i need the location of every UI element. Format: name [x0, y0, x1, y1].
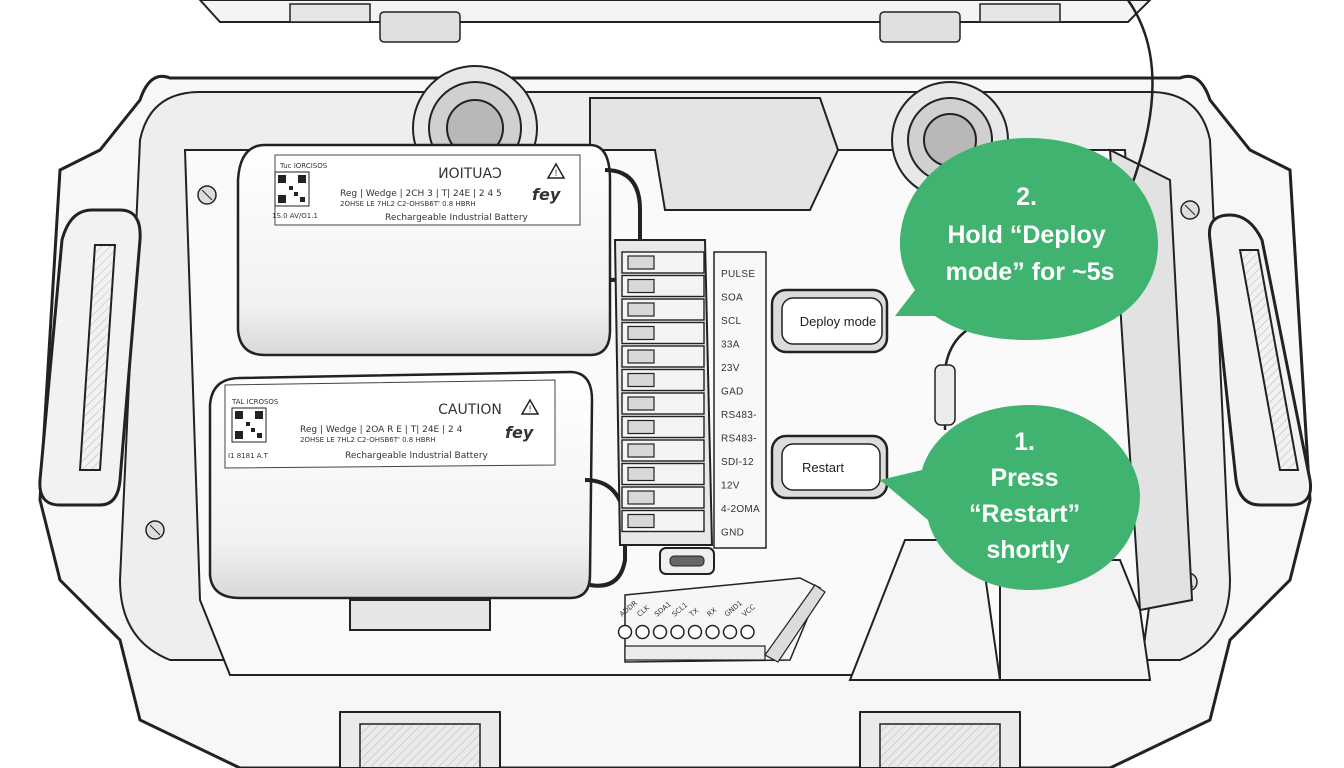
terminal-label: PULSE — [721, 269, 755, 280]
warning-icon: ! — [546, 162, 566, 179]
battery-code: 1S.0 AV/O1.1 — [272, 212, 318, 220]
deploy-mode-button[interactable]: Deploy mode — [770, 288, 889, 354]
terminal-screw-icon — [627, 490, 655, 505]
terminal-label: SDI-12 — [721, 457, 754, 468]
callout-step-2-text: 2. Hold “Deploy mode” for ~5s — [946, 183, 1115, 286]
terminal-label: SCL — [721, 316, 741, 327]
battery-line: Reg | Wedge | 2CH 3 | T| 24E | 2 4 5 — [340, 189, 502, 199]
usb-port — [659, 547, 715, 575]
terminal-label-strip — [713, 251, 767, 549]
battery-brand: fey — [505, 423, 534, 442]
terminal-screw-icon — [627, 466, 655, 482]
qr-code-icon — [231, 407, 267, 443]
terminal-label: RS483- — [721, 410, 757, 421]
callout-step-2: 2. Hold “Deploy mode” for ~5s — [895, 138, 1158, 340]
battery-side: Tuc IORCISOS — [279, 162, 328, 170]
deploy-mode-label: Deploy mode — [800, 314, 877, 329]
terminal-screw-icon — [627, 302, 655, 317]
screw-icon — [145, 520, 165, 540]
terminal-screw-icon — [627, 513, 655, 529]
qr-code-icon — [274, 171, 310, 207]
terminal-label: RS483- — [721, 434, 757, 445]
pcb-pin — [635, 624, 650, 640]
pcb-pin — [705, 624, 720, 640]
battery-line: 2OHSE LE 7HL2 C2-OHSB6T' 0.8 HBRH — [300, 436, 436, 444]
screw-icon — [1180, 200, 1200, 220]
pcb-pin — [670, 624, 685, 640]
terminal-screw-icon — [627, 325, 655, 341]
svg-text:!: ! — [528, 405, 532, 415]
left-handle — [38, 208, 142, 507]
callout-step-1: 1. Press “Restart” shortly — [880, 405, 1140, 590]
battery-brand: fey — [532, 185, 561, 204]
terminal-label: 33A — [721, 340, 740, 351]
terminal-label: GAD — [721, 387, 744, 398]
terminal-screw-icon — [627, 255, 655, 270]
battery-line: 2OHSE LE 7HL2 C2-OHSB6T' 0.8 HBRH — [340, 200, 476, 208]
battery-line: Rechargeable Industrial Battery — [385, 213, 529, 223]
terminal-label: 23V — [721, 363, 740, 374]
terminal-label: GND — [721, 528, 744, 539]
pcb-pin — [740, 624, 755, 640]
warning-icon: ! — [520, 398, 540, 415]
terminal-screw-icon — [627, 443, 655, 458]
terminal-screw-icon — [627, 372, 655, 388]
bottom-latches — [339, 711, 1021, 768]
terminal-screw-icon — [627, 349, 655, 364]
screw-icon — [197, 185, 217, 205]
callout-step-1-text: 1. Press “Restart” shortly — [969, 428, 1087, 564]
svg-text:!: ! — [554, 169, 558, 179]
pcb-pin — [722, 624, 738, 640]
battery-line: Reg | Wedge | 2OA R E | T| 24E | 2 4 — [300, 425, 463, 435]
terminal-label: 12V — [721, 481, 740, 492]
pcb-pin — [652, 624, 668, 640]
pcb-pin — [617, 624, 633, 640]
battery-caution: CAUTION — [438, 166, 502, 182]
battery-caution: CAUTION — [438, 402, 502, 418]
enclosure-lid — [198, 0, 1152, 43]
battery-line: Rechargeable Industrial Battery — [345, 451, 489, 461]
restart-button[interactable]: Restart — [770, 434, 889, 500]
restart-label: Restart — [802, 460, 844, 475]
pcb-pin — [687, 624, 703, 640]
battery-side: TAL ICROSOS — [231, 398, 279, 406]
tray-tab — [349, 599, 491, 631]
battery-code: I1 8181 A.T — [228, 452, 269, 460]
cable-sleeve — [934, 364, 956, 426]
terminal-block: PULSE SOA SCL 33A 23V GAD RS483- RS483- SDI-12 12… — [613, 239, 767, 549]
terminal-label: SOA — [721, 293, 743, 304]
terminal-screw-icon — [627, 419, 655, 435]
right-handle — [1207, 213, 1313, 507]
terminal-label: 4-2OMA — [721, 504, 760, 515]
battery-top: ! CAUTION fey Reg | Wedge | 2CH 3 | T| 2… — [236, 143, 612, 357]
terminal-screw-icon — [627, 278, 655, 294]
terminal-screw-icon — [627, 396, 655, 411]
battery-bottom: ! CAUTION fey Reg | Wedge | 2OA R E | T|… — [208, 370, 594, 600]
